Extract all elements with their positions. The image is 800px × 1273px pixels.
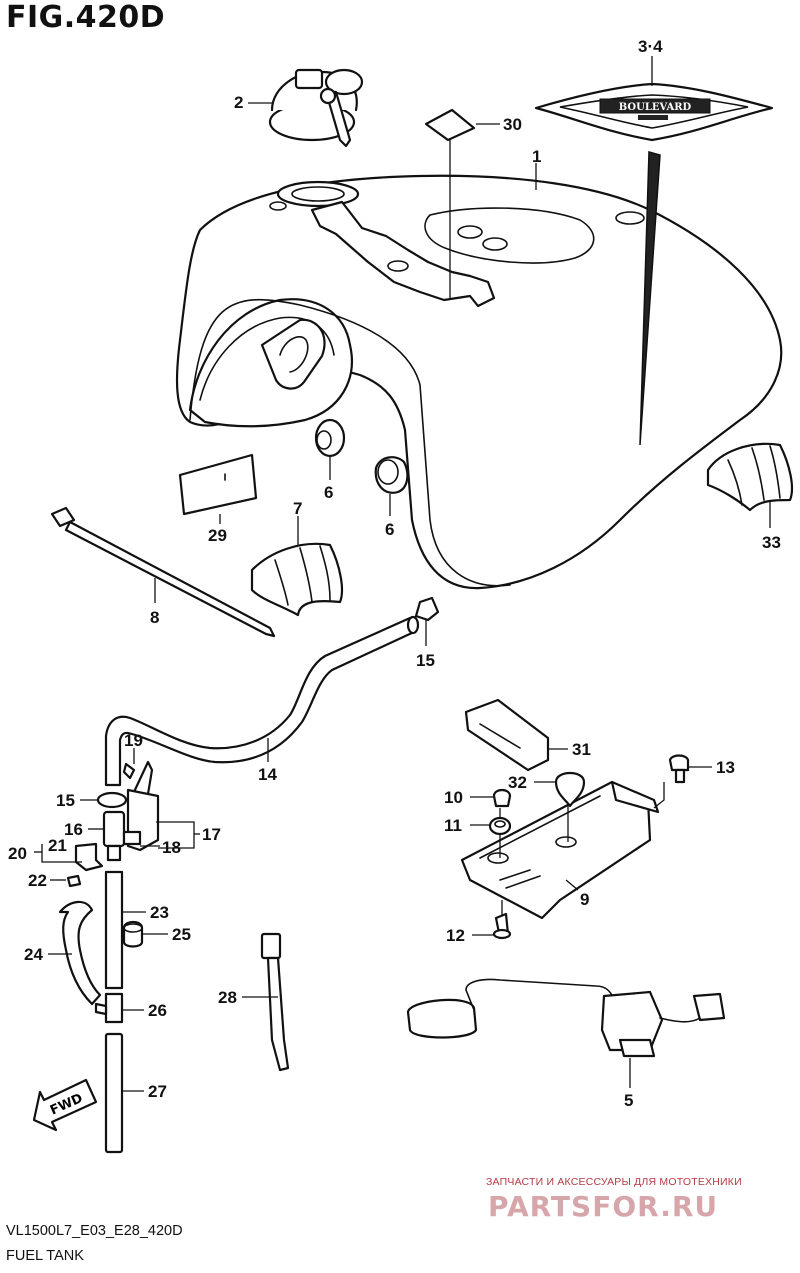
boulevard-emblem-part[interactable]: BOULEVARD	[534, 82, 774, 446]
callout-12: 12	[446, 926, 465, 945]
hose-clamp-a-part[interactable]	[414, 596, 440, 622]
callout-9: 9	[580, 890, 589, 909]
callout-16: 16	[64, 820, 83, 839]
leader-lines	[34, 56, 771, 1092]
callout-10: 10	[444, 788, 463, 807]
callout-17: 17	[202, 825, 221, 844]
cushion-a-part[interactable]	[314, 418, 346, 458]
callout-3-4: 3·4	[638, 37, 663, 56]
caution-label-part[interactable]	[178, 453, 258, 516]
callout-6a: 6	[324, 483, 333, 502]
forward-arrow-icon: FWD	[32, 1078, 98, 1132]
bolt-13-part[interactable]	[668, 754, 690, 784]
callout-22: 22	[28, 871, 47, 890]
callout-1: 1	[532, 147, 541, 166]
watermark-tagline: ЗАПЧАСТИ И АКСЕССУАРЫ ДЛЯ МОТОТЕХНИКИ	[486, 1176, 742, 1188]
cushion-b-part[interactable]	[374, 456, 409, 494]
fuel-cap-part[interactable]	[268, 68, 364, 148]
breather-hose-part[interactable]	[58, 900, 102, 1006]
callout-11: 11	[444, 816, 462, 835]
callout-14: 14	[258, 765, 277, 784]
callout-30: 30	[503, 115, 522, 134]
fuel-tank-part[interactable]	[175, 174, 783, 590]
pipe-cap-part[interactable]	[122, 920, 144, 948]
front-cushion-part[interactable]	[706, 442, 794, 512]
bolt-12-part[interactable]	[492, 912, 512, 940]
wire-clamp-part[interactable]	[260, 932, 290, 1072]
callout-labels: 1 2 3·4 30 6 6 29 7 33 8 15 14 19 15 16 …	[8, 37, 781, 1110]
drain-pipe-part[interactable]	[104, 1032, 124, 1154]
callout-21: 21	[48, 836, 67, 855]
figure-description: FUEL TANK	[6, 1248, 84, 1264]
valve-assembly-part[interactable]	[66, 760, 160, 888]
label-sticker-part[interactable]	[424, 108, 476, 142]
hose-clamp-b-part[interactable]	[96, 791, 128, 809]
callout-32: 32	[508, 773, 527, 792]
callout-6b: 6	[385, 520, 394, 539]
cable-tie-part[interactable]	[50, 506, 276, 638]
callout-26: 26	[148, 1001, 167, 1020]
fuel-level-gauge-part[interactable]	[406, 978, 726, 1058]
callout-25: 25	[172, 925, 191, 944]
callout-2: 2	[234, 93, 243, 112]
tee-joint-part[interactable]	[94, 992, 124, 1024]
callout-7: 7	[293, 499, 302, 518]
callout-8: 8	[150, 608, 159, 627]
callout-5: 5	[624, 1091, 633, 1110]
callout-33: 33	[762, 533, 781, 552]
callout-13: 13	[716, 758, 735, 777]
rubber-part[interactable]	[554, 771, 586, 808]
callout-24: 24	[24, 945, 43, 964]
rear-cushion-part[interactable]	[250, 542, 344, 617]
watermark-logo: PARTSFOR.RU	[488, 1190, 719, 1223]
model-code: VL1500L7_E03_E28_420D	[6, 1223, 183, 1239]
callout-15b: 15	[56, 791, 75, 810]
callout-15a: 15	[416, 651, 435, 670]
grommet-part[interactable]	[492, 788, 512, 808]
bracket-cover-part[interactable]	[464, 698, 550, 772]
fuel-hose-part[interactable]	[104, 615, 420, 787]
tank-bracket-part[interactable]	[460, 780, 660, 920]
callout-20: 20	[8, 844, 27, 863]
washer-part[interactable]	[488, 816, 512, 836]
callout-28: 28	[218, 988, 237, 1007]
pipe-part[interactable]	[104, 870, 124, 990]
callout-29: 29	[208, 526, 227, 545]
figure-title: FIG.420D	[6, 0, 166, 35]
callout-19: 19	[124, 731, 143, 750]
callout-23: 23	[150, 903, 169, 922]
callout-27: 27	[148, 1082, 167, 1101]
emblem-text: BOULEVARD	[619, 102, 692, 113]
callout-31: 31	[572, 740, 591, 759]
callout-18: 18	[162, 838, 181, 857]
